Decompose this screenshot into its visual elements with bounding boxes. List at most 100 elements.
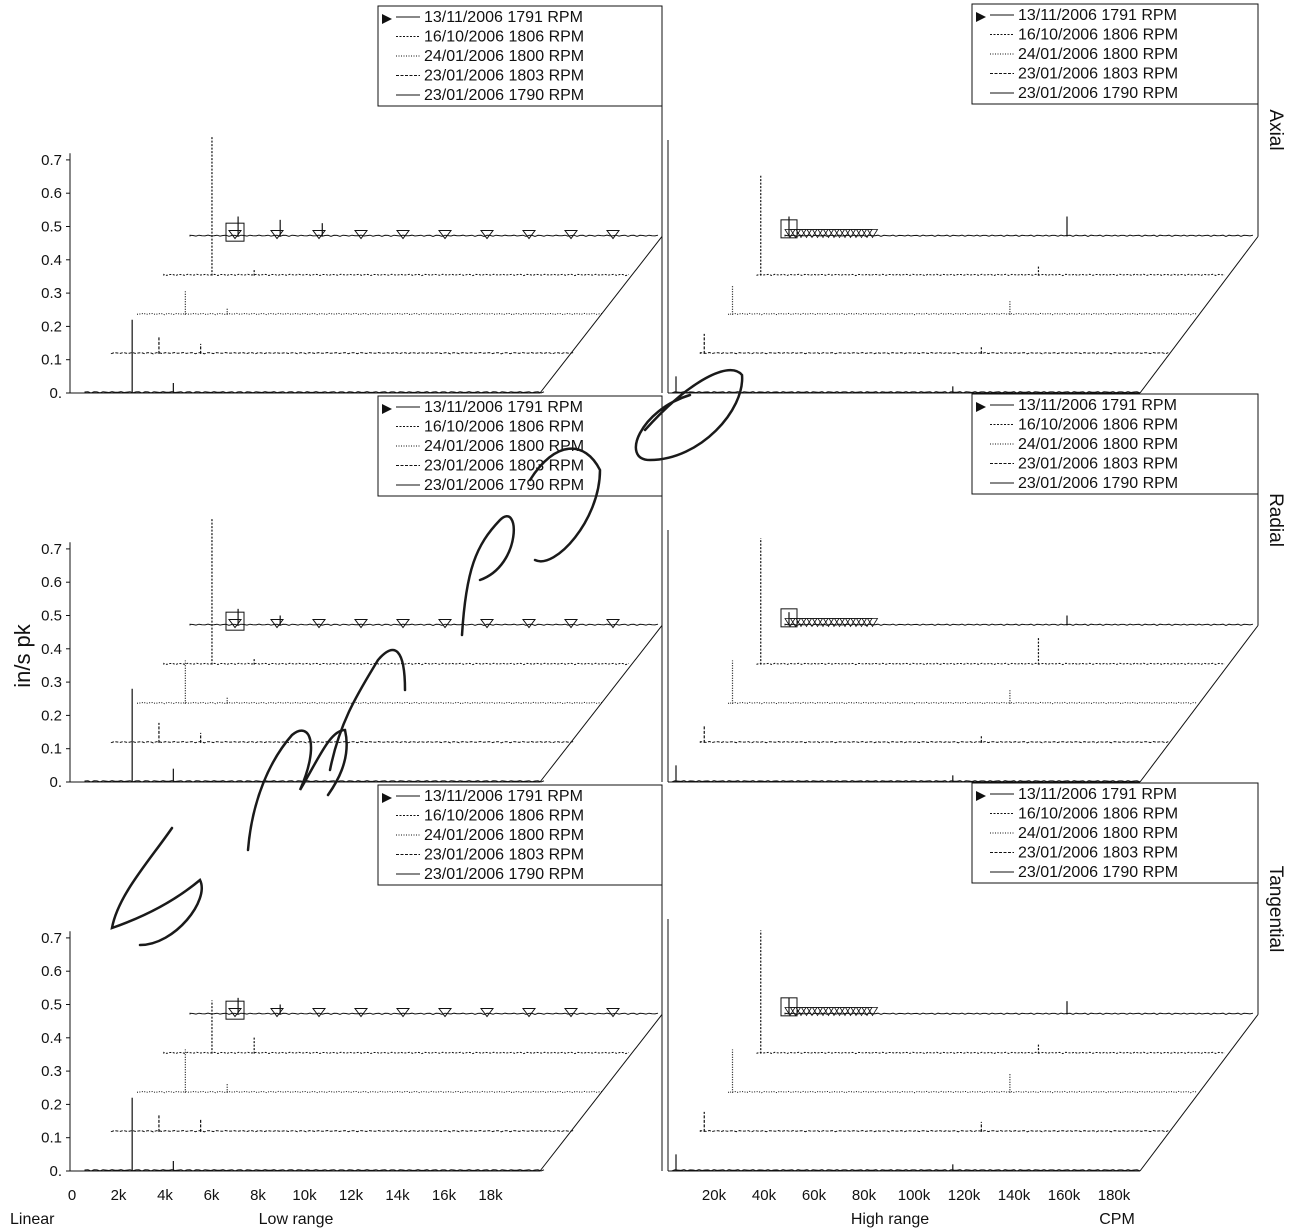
series-trace bbox=[110, 351, 574, 355]
y-axis-label: in/s pk bbox=[10, 623, 35, 688]
y-tick-label: 0.2 bbox=[41, 318, 62, 335]
y-tick-label: 0.5 bbox=[41, 608, 62, 625]
x-tick-label: 40k bbox=[752, 1187, 777, 1204]
x-tick-label: 20k bbox=[702, 1187, 727, 1204]
y-tick-label: 0.6 bbox=[41, 574, 62, 591]
y-tick-label: 0.7 bbox=[41, 930, 62, 947]
y-tick-label: 0.6 bbox=[41, 185, 62, 202]
harmonic-marker bbox=[806, 229, 818, 239]
x-tick-label: 60k bbox=[802, 1187, 827, 1204]
legend-entry: 24/01/2006 1800 RPM bbox=[424, 438, 584, 455]
legend-box bbox=[377, 784, 663, 886]
harmonic-marker bbox=[844, 229, 857, 239]
harmonic-marker bbox=[784, 618, 796, 628]
cursor-box bbox=[780, 997, 798, 1017]
harmonic-marker bbox=[839, 1007, 851, 1017]
legend-entry: 16/10/2006 1806 RPM bbox=[1018, 806, 1178, 823]
series-trace bbox=[84, 391, 545, 394]
series-trace bbox=[137, 1090, 603, 1094]
depth-axis bbox=[1139, 1014, 1259, 1172]
legend-box bbox=[971, 3, 1259, 105]
handwritten-sample-stroke bbox=[634, 368, 744, 462]
harmonic-marker bbox=[833, 229, 846, 239]
panel-frames bbox=[66, 8, 1259, 1172]
legend-entry: 23/01/2006 1790 RPM bbox=[1018, 864, 1178, 881]
legend-entry: 13/11/2006 1791 RPM bbox=[1018, 786, 1177, 803]
series-trace bbox=[756, 662, 1225, 666]
legends: 13/11/2006 1791 RPM 16/10/2006 1806 RPM 24… bbox=[377, 3, 1259, 886]
harmonic-marker bbox=[828, 229, 840, 239]
cursor-box bbox=[225, 1000, 245, 1020]
harmonic-marker bbox=[811, 1007, 824, 1017]
harmonic-marker bbox=[789, 1007, 802, 1017]
harmonic-marker bbox=[806, 1007, 818, 1017]
series-trace bbox=[163, 662, 629, 666]
series-trace bbox=[84, 1169, 545, 1172]
harmonic-marker bbox=[795, 618, 807, 628]
legend-entry: 23/01/2006 1803 RPM bbox=[424, 68, 584, 85]
legend-entry: 23/01/2006 1790 RPM bbox=[1018, 475, 1178, 492]
y-tick-label: 0.4 bbox=[41, 252, 62, 269]
x-tick-label: 0 bbox=[68, 1187, 76, 1204]
series-trace bbox=[671, 1169, 1141, 1172]
depth-axis bbox=[1139, 625, 1259, 783]
x-tick-label: 4k bbox=[157, 1187, 173, 1204]
y-tick-label: 0.5 bbox=[41, 219, 62, 236]
y-tick-label: 0. bbox=[49, 774, 62, 791]
harmonic-marker bbox=[354, 229, 368, 240]
harmonic-marker bbox=[828, 1007, 840, 1017]
y-tick-label: 0.4 bbox=[41, 1030, 62, 1047]
play-arrow-icon bbox=[382, 793, 392, 803]
harmonic-marker bbox=[850, 1007, 862, 1017]
legend-box bbox=[971, 782, 1259, 884]
cursor-box bbox=[225, 222, 245, 242]
harmonic-marker bbox=[564, 1007, 578, 1018]
harmonic-marker bbox=[564, 229, 578, 240]
harmonic-marker bbox=[844, 1007, 857, 1017]
harmonic-marker bbox=[312, 618, 326, 629]
legend-entry: 13/11/2006 1791 RPM bbox=[424, 788, 583, 805]
harmonic-marker bbox=[817, 1007, 829, 1017]
harmonic-marker bbox=[800, 1007, 813, 1017]
chart-text: 0.0.10.20.30.40.50.60.7Axial0.0.10.20.30… bbox=[10, 109, 1286, 1228]
harmonic-marker bbox=[811, 229, 824, 239]
panel-direction-label: Axial bbox=[1265, 109, 1286, 150]
series-trace bbox=[728, 1090, 1197, 1094]
handwritten-sample-stroke bbox=[246, 728, 348, 852]
harmonic-marker bbox=[855, 229, 868, 239]
harmonic-marker bbox=[228, 618, 242, 629]
legend-entry: 16/10/2006 1806 RPM bbox=[1018, 417, 1178, 434]
harmonic-marker bbox=[564, 618, 578, 629]
play-arrow-icon bbox=[976, 791, 986, 801]
x-tick-label: 160k bbox=[1048, 1187, 1081, 1204]
harmonic-marker bbox=[789, 229, 802, 239]
series-trace bbox=[756, 1051, 1225, 1055]
harmonic-marker bbox=[784, 229, 796, 239]
series-trace bbox=[728, 701, 1197, 705]
series-trace bbox=[189, 234, 659, 238]
harmonic-marker bbox=[396, 618, 410, 629]
legend-entry: 23/01/2006 1803 RPM bbox=[424, 847, 584, 864]
harmonic-marker bbox=[850, 618, 862, 628]
legend-entry: 24/01/2006 1800 RPM bbox=[424, 48, 584, 65]
harmonic-marker bbox=[866, 618, 879, 628]
x-tick-label: 6k bbox=[204, 1187, 220, 1204]
series-trace bbox=[671, 391, 1141, 394]
harmonic-marker bbox=[228, 229, 242, 240]
x-tick-label: 180k bbox=[1098, 1187, 1131, 1204]
harmonic-marker bbox=[800, 229, 813, 239]
harmonic-marker bbox=[844, 618, 857, 628]
y-tick-label: 0.4 bbox=[41, 641, 62, 658]
harmonic-marker bbox=[866, 1007, 879, 1017]
harmonic-marker bbox=[828, 618, 840, 628]
legend-entry: 16/10/2006 1806 RPM bbox=[424, 419, 584, 436]
harmonic-marker bbox=[270, 618, 284, 629]
cursor-box bbox=[225, 611, 245, 631]
x-tick-label: 100k bbox=[898, 1187, 931, 1204]
harmonic-marker bbox=[861, 229, 873, 239]
harmonic-marker bbox=[795, 1007, 807, 1017]
harmonic-marker bbox=[480, 229, 494, 240]
harmonic-marker bbox=[839, 618, 851, 628]
harmonic-marker bbox=[789, 618, 802, 628]
